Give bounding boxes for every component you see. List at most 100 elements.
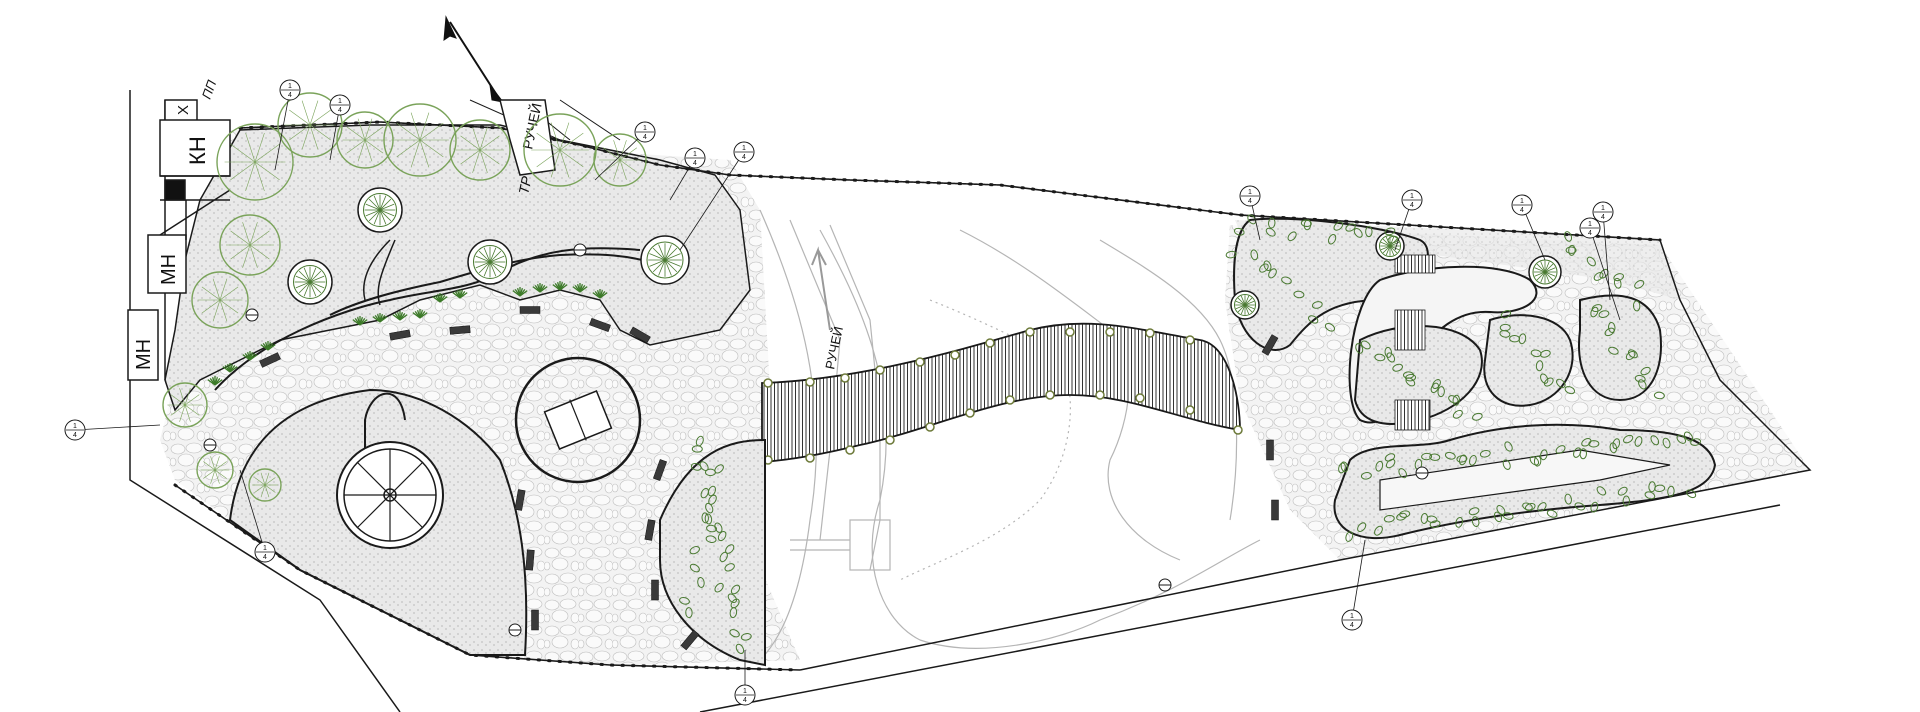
callout-marker: 14	[1579, 217, 1621, 321]
shrub	[1281, 276, 1292, 285]
shrub	[724, 563, 735, 572]
shrub	[719, 551, 728, 563]
shrub	[1540, 449, 1548, 461]
shrub	[679, 596, 690, 605]
shrub	[1327, 234, 1337, 245]
shrub	[1617, 486, 1628, 496]
shrub	[1421, 452, 1433, 461]
conifer-tree	[1230, 290, 1260, 320]
shrub	[1300, 219, 1312, 228]
ornamental-grass	[572, 283, 588, 293]
shrub	[1608, 346, 1619, 355]
building-mn-1	[147, 234, 187, 294]
shrub	[1384, 453, 1396, 462]
shrub	[729, 629, 740, 638]
shrub	[1456, 455, 1468, 463]
stream-arrow	[811, 246, 831, 331]
shrub	[1613, 277, 1622, 289]
shrub	[1324, 323, 1336, 332]
shrub	[1384, 346, 1392, 358]
bench	[1271, 499, 1279, 521]
callout-number-top: 1	[742, 145, 746, 152]
shrub	[1387, 235, 1399, 244]
east-bed-loop-2	[1483, 314, 1574, 407]
shrub	[1448, 395, 1459, 404]
shrub	[1581, 438, 1592, 447]
callout-marker: 14	[239, 469, 276, 563]
callout-number-bottom: 4	[1588, 230, 1592, 237]
shrub	[1384, 227, 1396, 236]
shrub	[704, 513, 713, 525]
bench	[531, 609, 539, 631]
shrub	[1500, 310, 1512, 319]
east-bed-loop-3	[1578, 294, 1662, 402]
road-edge-sw	[129, 420, 401, 712]
fence-north-dots	[238, 120, 1662, 242]
callout-marker: 14	[734, 650, 756, 706]
north-arrow	[443, 15, 505, 103]
shrub	[1293, 290, 1305, 299]
callout-number-top: 1	[1588, 221, 1592, 228]
ornamental-grass	[452, 289, 468, 299]
shrub	[1432, 379, 1441, 389]
shrub	[706, 524, 718, 533]
shrub	[1634, 280, 1645, 289]
callout-number-bottom: 4	[338, 107, 342, 114]
shrub	[1596, 486, 1607, 496]
callout-number-top: 1	[1350, 613, 1354, 620]
shrub	[1396, 512, 1407, 521]
shrub	[1540, 349, 1551, 358]
shrub	[1338, 462, 1346, 474]
callout-marker: 14	[1511, 194, 1546, 261]
callout-number-bottom: 4	[693, 160, 697, 167]
shrub	[1627, 349, 1638, 359]
shrub	[1640, 366, 1651, 376]
shrub	[697, 576, 705, 588]
shrub	[1632, 300, 1641, 312]
kiosk-small	[164, 179, 186, 201]
building-label-pp: ПП	[199, 78, 220, 101]
ornamental-grass	[432, 293, 448, 303]
shrub	[1502, 512, 1514, 520]
tree	[191, 271, 249, 329]
conifer-tree	[357, 187, 403, 233]
shrub	[1556, 378, 1566, 388]
conifer-tree	[467, 239, 513, 285]
shrub	[1564, 493, 1572, 505]
shrub	[1493, 511, 1503, 523]
callout-marker: 14	[274, 79, 301, 171]
garden-path-curve	[214, 247, 641, 391]
shrub	[1374, 525, 1383, 536]
rotunda	[336, 441, 444, 549]
ornamental-grass	[372, 313, 388, 323]
shrub	[1604, 327, 1615, 337]
shrub	[1444, 451, 1456, 460]
shrub	[714, 522, 723, 533]
shrub	[1535, 360, 1544, 372]
ornamental-grass	[532, 283, 548, 293]
west-outbuilding-lines	[159, 175, 231, 240]
shrub	[1623, 434, 1634, 444]
shrub	[1360, 340, 1371, 350]
ornamental-grass	[392, 311, 408, 321]
shrub	[1499, 323, 1511, 332]
shrub	[717, 530, 727, 542]
shrub	[1638, 379, 1647, 390]
shrub	[1479, 449, 1491, 458]
building-mn-2	[127, 309, 159, 381]
shrub	[1622, 495, 1630, 507]
shrub	[1311, 301, 1323, 309]
shrub	[1644, 491, 1656, 500]
ravine-hatch	[899, 299, 1071, 581]
callout-marker: 14	[64, 419, 161, 441]
tree	[383, 103, 457, 177]
culvert-structure	[849, 519, 891, 571]
shrub	[1360, 472, 1372, 480]
shrub	[1686, 489, 1697, 499]
shrub	[1608, 322, 1616, 333]
shrub	[1247, 214, 1257, 225]
callout-marker: 14	[669, 147, 706, 201]
tree	[162, 382, 208, 428]
